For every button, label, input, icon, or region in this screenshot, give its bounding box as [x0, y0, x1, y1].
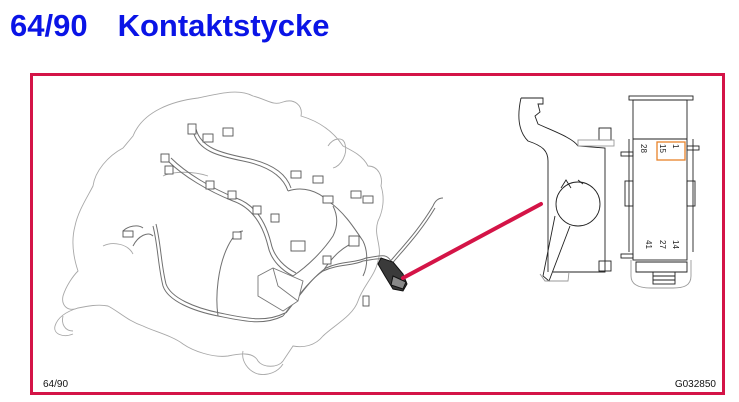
figure-frame: 28 15 1 41 27 14 64/90 G032850 [30, 73, 725, 395]
connector-side-view [518, 97, 615, 282]
wiring-harness-diagram: 28 15 1 41 27 14 [54, 91, 700, 375]
pin-label-1: 1 [671, 144, 680, 149]
figure-page-caption: 64/90 [43, 379, 69, 390]
pin-label-41: 41 [644, 240, 653, 249]
pin-highlight-box [656, 141, 686, 161]
page-number: 64/90 [10, 8, 88, 43]
leader-line [401, 202, 543, 280]
relay-box [257, 267, 304, 312]
highlighted-connector [377, 257, 408, 292]
pin-label-14: 14 [671, 240, 680, 249]
pin-labels: 28 15 1 41 27 14 [639, 144, 680, 249]
connector-front-view [620, 95, 700, 289]
page-header: 64/90 Kontaktstycke [10, 4, 330, 48]
pin-label-28: 28 [639, 144, 648, 153]
pin-label-15: 15 [658, 144, 667, 153]
figure-id: G032850 [674, 379, 716, 390]
page-title: Kontaktstycke [117, 8, 330, 43]
pin-label-27: 27 [658, 240, 667, 249]
engine-outline [54, 91, 384, 375]
harness-connectors [122, 123, 374, 307]
